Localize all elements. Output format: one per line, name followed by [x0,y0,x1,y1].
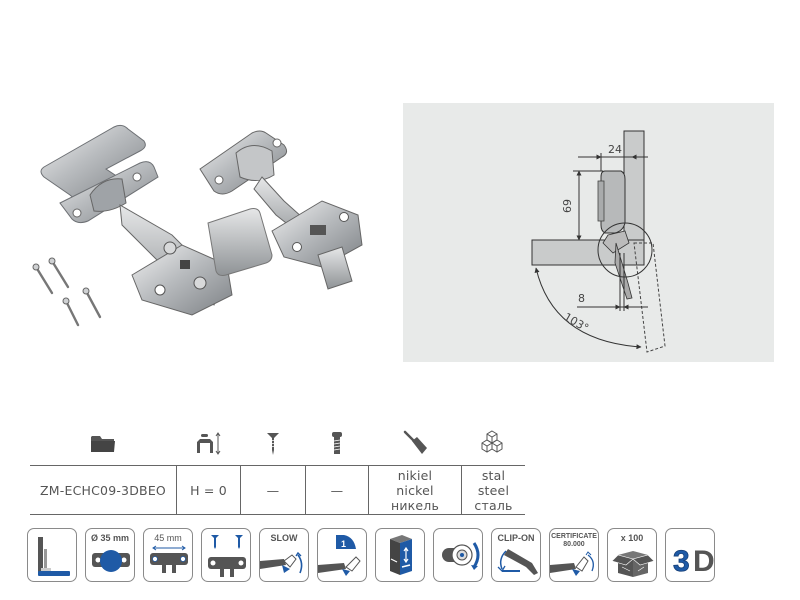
dim-label-8: 8 [578,292,585,305]
certificate-text: CERTIFICATE [551,533,597,540]
overlay-height-icon [197,432,221,455]
material-en: steel [477,482,510,498]
clip-on-icon [497,549,538,575]
product-photo [22,105,382,335]
cup-diameter-label: Ø 35 mm [90,533,130,543]
3d-badge: D 3 [665,528,715,582]
pack-quantity-badge: x 100 [607,528,657,582]
material-ru: сталь [474,497,513,513]
box-icon [611,551,655,577]
screw-mounting-badge [201,528,251,582]
certificate-cycles: 80.000 [563,540,585,548]
cup-diameter-icon [92,550,130,572]
certificate-badge: CERTIFICATE 80.000 [549,528,599,582]
finish-en: nickel [396,482,434,498]
paint-brush-icon [403,430,427,454]
table-row: ZM-ECHC09-3DBEO H = 0 — — nikiel nickel … [30,465,525,515]
cell-euro-screw: — [306,466,369,514]
technical-drawing: 24 69 8 103° [403,103,774,362]
full-overlay-badge [27,528,77,582]
opening-angle-arc [534,267,642,350]
opened-door-outline [633,242,666,353]
cell-wood-screw: — [241,466,306,514]
material-pl: stal [481,467,506,483]
certificate-icon [550,551,594,576]
spec-table: ZM-ECHC09-3DBEO H = 0 — — nikiel nickel … [30,425,525,515]
clip-on-badge: CLIP-ON [491,528,541,582]
one-step-number: 1 [341,539,346,549]
certificate-label: CERTIFICATE 80.000 [550,533,598,548]
feature-badges: Ø 35 mm 45 mm SLOW [27,528,715,584]
svg-text:3: 3 [673,545,690,578]
angle-label: 103° [562,310,591,335]
screw-spacing-badge: 45 mm [143,528,193,582]
dim-label-69: 69 [560,199,573,213]
one-step-icon: 1 [318,535,361,576]
soft-close-badge: SLOW [259,528,309,582]
pack-quantity-label: x 100 [620,533,644,543]
full-overlay-icon [38,537,70,576]
cell-height: H = 0 [177,466,241,514]
mounting-plate [40,124,146,200]
wood-screw-icon [267,433,279,455]
svg-text:D: D [693,545,715,578]
cover-cap [207,208,273,276]
material-cubes-icon [481,430,503,453]
one-step-badge: 1 [317,528,367,582]
clip-on-label: CLIP-ON [497,533,535,543]
cup-diameter-badge: Ø 35 mm [85,528,135,582]
dim-label-24: 24 [608,143,622,156]
screws [32,257,102,327]
3d-adjustment-box-badge [375,528,425,582]
dimension-69 [573,170,603,241]
finish-ru: никель [390,497,440,513]
dimension-24 [578,153,648,171]
screw-mounting-icon [208,535,246,577]
euro-screw-icon [332,432,342,454]
cam-adjustment-icon [442,542,480,570]
soft-close-label: SLOW [270,533,298,543]
screw-spacing-label: 45 mm [154,533,182,543]
cam-adjustment-badge [433,528,483,582]
table-header-icons [30,425,525,465]
soft-close-icon [260,551,303,574]
cell-material: stal steel сталь [462,466,525,514]
right-hinge [199,130,363,290]
screw-spacing-icon [150,545,188,573]
cell-code: ZM-ECHC09-3DBEO [30,466,177,514]
left-hinge [59,161,233,316]
finish-pl: nikiel [397,467,433,483]
cell-finish: nikiel nickel никель [369,466,462,514]
3d-logo-icon: D 3 [673,545,715,579]
3d-adjustment-icon [390,535,412,575]
folder-icon [91,436,115,452]
